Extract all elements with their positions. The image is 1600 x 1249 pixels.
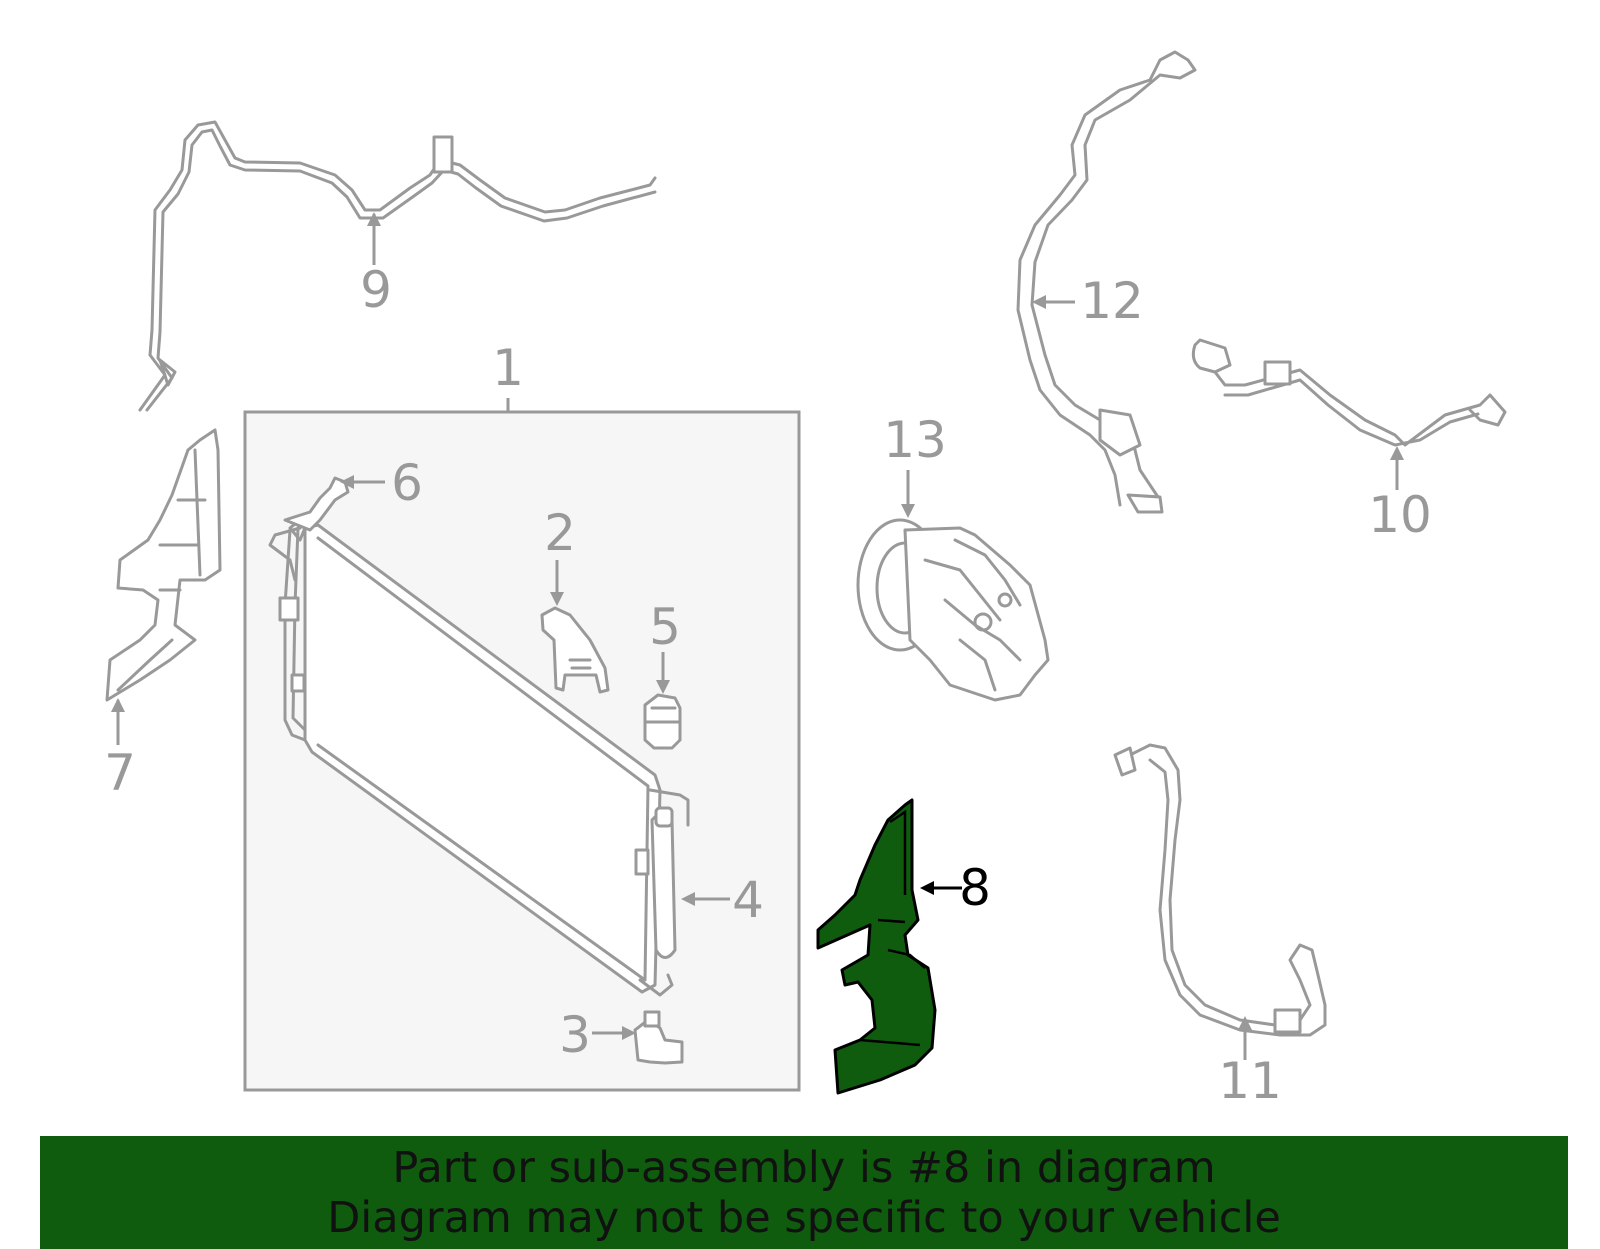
callout-1: 1: [492, 339, 524, 397]
banner-line-part: Part or sub-assembly is #8 in diagram: [392, 1142, 1216, 1193]
info-banner: Part or sub-assembly is #8 in diagram Di…: [40, 1136, 1568, 1249]
part-5-plug: [643, 693, 682, 750]
part-9-pipe: [138, 120, 657, 412]
callout-12: 12: [1080, 272, 1144, 330]
banner-line-disclaimer: Diagram may not be specific to your vehi…: [327, 1192, 1281, 1243]
callout-3: 3: [559, 1006, 591, 1064]
part-10-hose: [1191, 338, 1507, 447]
callout-7: 7: [104, 744, 136, 802]
part-2-bracket: [540, 606, 610, 694]
callout-5: 5: [649, 598, 681, 656]
callout-10: 10: [1368, 486, 1432, 544]
part-3-sensor: [633, 1010, 684, 1065]
part-7-shroud: [105, 428, 222, 702]
callout-13: 13: [883, 411, 947, 469]
callout-8: 8: [959, 859, 991, 917]
callout-2: 2: [544, 504, 576, 562]
callout-4: 4: [732, 871, 764, 929]
callout-11: 11: [1218, 1052, 1282, 1110]
callout-9: 9: [360, 261, 392, 319]
callout-6: 6: [391, 454, 423, 512]
part-8-shroud-highlighted: [816, 798, 937, 1095]
part-12-hose: [1016, 50, 1197, 514]
part-11-hose: [1113, 743, 1327, 1037]
part-4-receiver-drier: [634, 788, 690, 997]
part-1-condenser: [278, 523, 662, 994]
part-13-compressor: [856, 518, 1050, 702]
